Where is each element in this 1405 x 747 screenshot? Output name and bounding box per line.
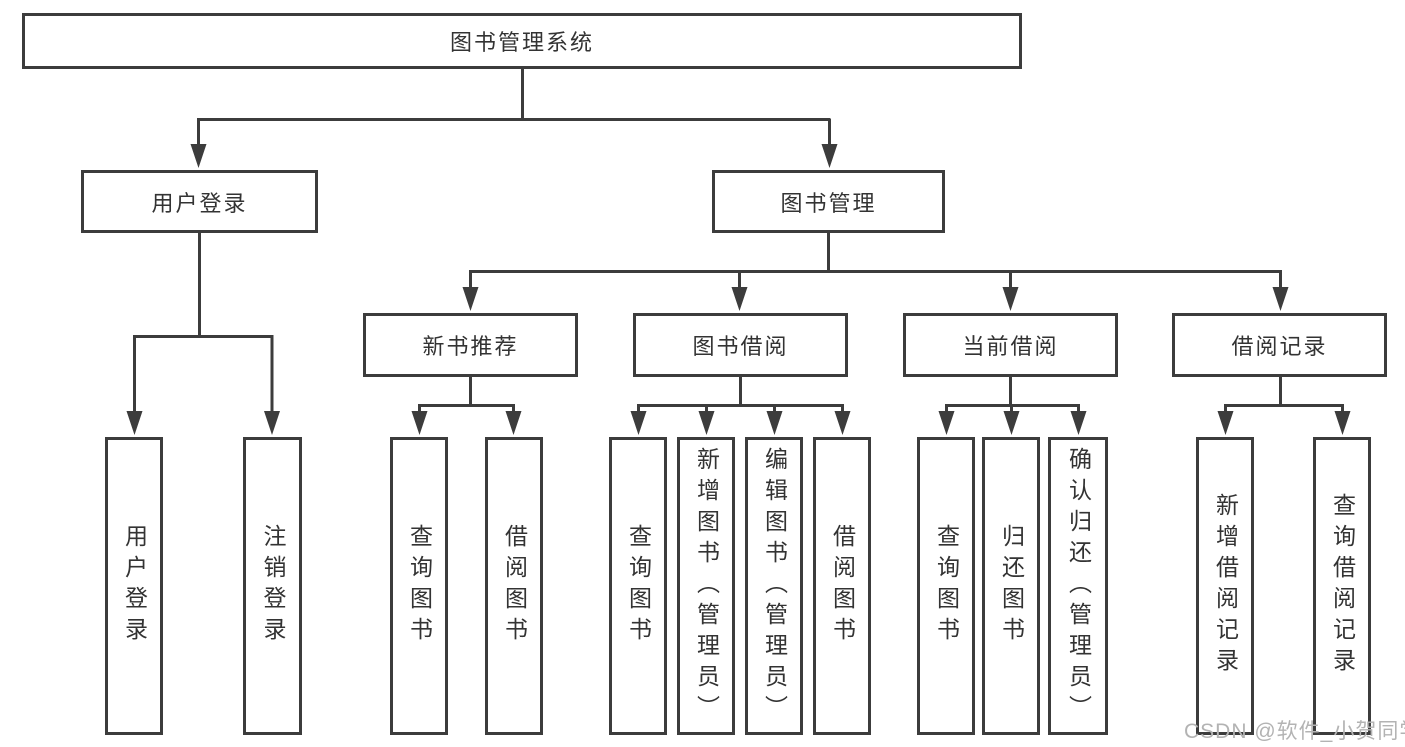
leaf-add-book-admin-label: 新增图书（管理员） <box>693 446 720 726</box>
node-current-borrow-label: 当前借阅 <box>962 334 1059 359</box>
node-book-borrow: 图书借阅 <box>633 313 848 377</box>
leaf-query-books-3-label: 查询图书 <box>933 524 960 648</box>
leaf-borrow-books-1: 借阅图书 <box>485 437 543 735</box>
node-user-login: 用户登录 <box>81 170 318 233</box>
leaf-add-borrow-record-label: 新增借阅记录 <box>1212 493 1239 679</box>
leaf-query-books-1-label: 查询图书 <box>406 524 433 648</box>
leaf-query-books-2-label: 查询图书 <box>625 524 652 648</box>
leaf-user-login: 用户登录 <box>105 437 163 735</box>
node-current-borrow: 当前借阅 <box>903 313 1118 377</box>
leaf-borrow-books-2: 借阅图书 <box>813 437 871 735</box>
node-borrow-records-label: 借阅记录 <box>1231 334 1328 359</box>
leaf-edit-book-admin: 编辑图书（管理员） <box>745 437 803 735</box>
leaf-query-books-1: 查询图书 <box>390 437 448 735</box>
leaf-logout-label: 注销登录 <box>260 524 286 648</box>
node-library-system: 图书管理系统 <box>22 13 1022 69</box>
node-book-borrow-label: 图书借阅 <box>692 334 789 359</box>
leaf-query-books-3: 查询图书 <box>917 437 975 735</box>
node-new-book-recommend: 新书推荐 <box>363 313 578 377</box>
leaf-borrow-books-2-label: 借阅图书 <box>829 524 856 648</box>
node-book-management-label: 图书管理 <box>780 190 877 216</box>
node-new-book-recommend-label: 新书推荐 <box>422 334 519 359</box>
csdn-watermark: CSDN @软件_小贺同学 <box>1184 720 1405 743</box>
node-user-login-label: 用户登录 <box>151 190 248 216</box>
leaf-user-login-label: 用户登录 <box>121 524 148 648</box>
leaf-add-borrow-record: 新增借阅记录 <box>1196 437 1254 735</box>
leaf-return-book: 归还图书 <box>982 437 1040 735</box>
leaf-edit-book-admin-label: 编辑图书（管理员） <box>761 446 788 726</box>
leaf-borrow-books-1-label: 借阅图书 <box>501 524 528 648</box>
leaf-logout: 注销登录 <box>243 437 302 735</box>
leaf-confirm-return-admin-label: 确认归还（管理员） <box>1065 446 1092 726</box>
leaf-add-book-admin: 新增图书（管理员） <box>677 437 735 735</box>
leaf-query-borrow-record-label: 查询借阅记录 <box>1329 493 1356 679</box>
leaf-query-books-2: 查询图书 <box>609 437 667 735</box>
leaf-return-book-label: 归还图书 <box>998 524 1025 648</box>
node-borrow-records: 借阅记录 <box>1172 313 1387 377</box>
leaf-confirm-return-admin: 确认归还（管理员） <box>1048 437 1108 735</box>
leaf-query-borrow-record: 查询借阅记录 <box>1313 437 1371 735</box>
node-library-system-label: 图书管理系统 <box>449 30 594 55</box>
node-book-management: 图书管理 <box>712 170 945 233</box>
